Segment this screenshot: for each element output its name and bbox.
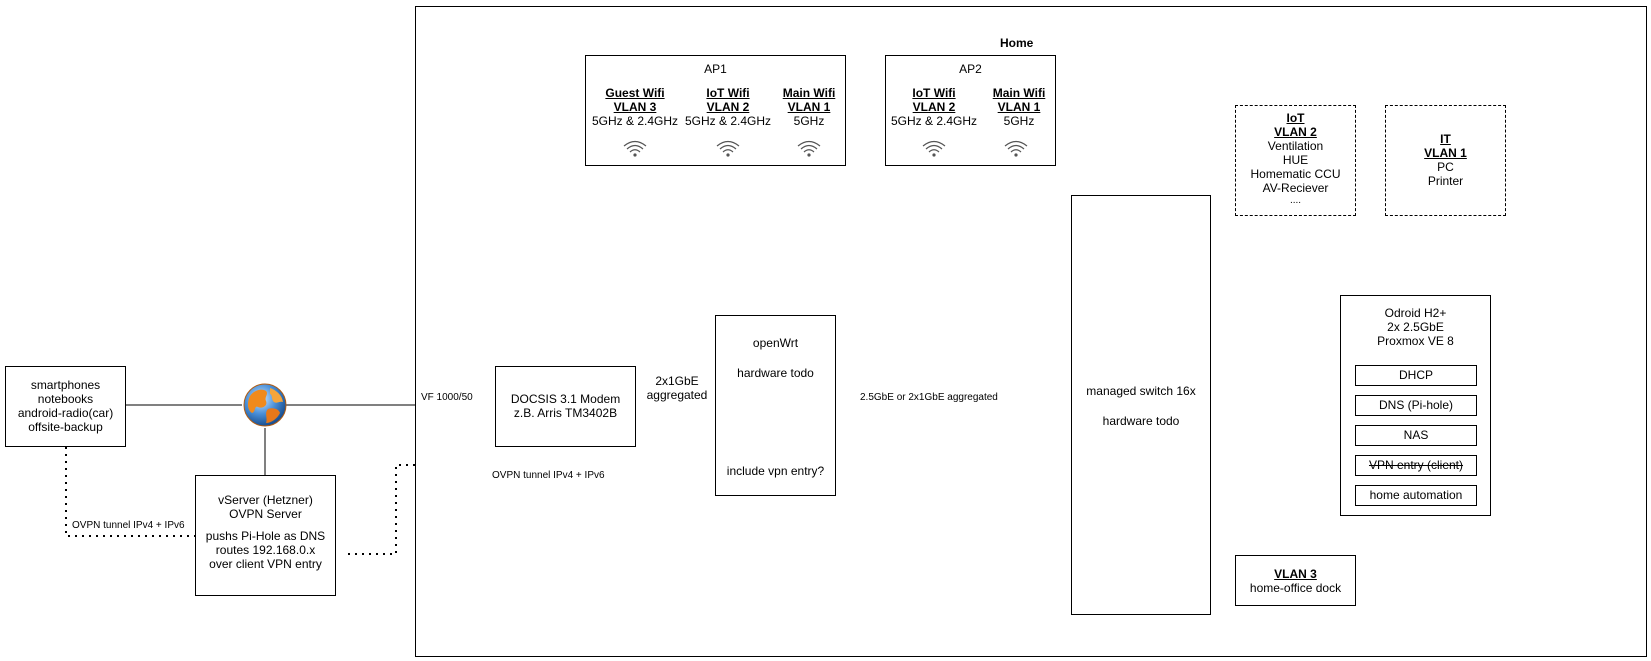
clients-line-3: android-radio(car) [17,406,114,420]
ap2-title: AP2 [959,62,982,76]
ap1-ssid-iot-name: IoT Wifi [706,86,750,100]
odroid-line-3: Proxmox VE 8 [1377,334,1454,348]
home-office-dock-node: VLAN 3 home-office dock [1235,555,1356,606]
switch-node: managed switch 16x hardware todo [1071,195,1211,615]
edge-label-agg-2: aggregated [646,388,708,402]
ap2-ssid-iot: IoT Wifi VLAN 2 5GHz & 2.4GHz [890,86,978,128]
iot-device-2: HUE [1282,153,1309,167]
edge-label-agg: 2x1GbE aggregated [646,374,708,402]
ap1-ssid-guest-name: Guest Wifi [605,86,665,100]
ap1-ssid-iot-band: 5GHz & 2.4GHz [684,114,772,128]
edge-label-agg-1: 2x1GbE [655,374,699,388]
iot-device-4: AV-Reciever [1262,181,1329,195]
ap1-ssid-iot: IoT Wifi VLAN 2 5GHz & 2.4GHz [684,86,772,128]
modem-line-1: DOCSIS 3.1 Modem [510,392,621,406]
it-title: IT [1440,132,1451,146]
odroid-line-2: 2x 2.5GbE [1387,320,1444,334]
service-vpn-entry: VPN entry (client) [1355,455,1477,476]
ap1-ssid-main: Main Wifi VLAN 1 5GHz [776,86,842,128]
ap1-ssid-guest-band: 5GHz & 2.4GHz [591,114,679,128]
iot-title: IoT [1286,111,1305,125]
edge-label-switch-link: 2.5GbE or 2x1GbE aggregated [860,392,998,404]
odroid-node: Odroid H2+ 2x 2.5GbE Proxmox VE 8 DHCP D… [1340,295,1491,516]
wifi-icon [1004,140,1028,157]
home-title: Home [1000,36,1034,50]
edge-ovpn-vserver-openwrt [348,464,720,555]
it-device-1: PC [1437,160,1454,174]
vserver-line-1: vServer (Hetzner) [218,493,313,507]
vserver-line-6: over client VPN entry [209,557,322,571]
clients-line-1: smartphones [30,378,101,392]
ap1-ssid-iot-vlan: VLAN 2 [706,100,750,114]
ap2-ssid-iot-vlan: VLAN 2 [912,100,956,114]
iot-vlan: VLAN 2 [1274,125,1317,139]
openwrt-spacer [716,350,835,366]
ap1-ssid-main-name: Main Wifi [782,86,836,100]
ap1-title: AP1 [704,62,727,76]
service-dns: DNS (Pi-hole) [1355,395,1477,416]
iot-device-more: .... [1289,195,1302,206]
vserver-line-4: pushs Pi-Hole as DNS [205,529,326,543]
iot-zone: IoT VLAN 2 Ventilation HUE Homematic CCU… [1235,105,1356,216]
wifi-icon [716,140,740,157]
modem-node: DOCSIS 3.1 Modem z.B. Arris TM3402B [495,366,636,447]
edge-ovpn-clients-vserver [65,447,195,537]
edge-label-ovpn-left: OVPN tunnel IPv4 + IPv6 [72,520,185,532]
iot-device-1: Ventilation [1267,139,1324,153]
dock-vlan: VLAN 3 [1274,567,1317,581]
ap1-ssid-main-band: 5GHz [793,114,825,128]
vserver-node: vServer (Hetzner) OVPN Server pushs Pi-H… [195,475,336,596]
globe-icon [243,383,287,427]
switch-line-1: managed switch 16x [1086,384,1196,398]
service-home-automation: home automation [1355,485,1477,506]
ap2-ssid-main: Main Wifi VLAN 1 5GHz [986,86,1052,128]
openwrt-line-3: hardware todo [737,366,814,380]
ap1-ssid-main-vlan: VLAN 1 [787,100,831,114]
edge-label-vf: VF 1000/50 [421,392,473,404]
clients-node: smartphones notebooks android-radio(car)… [5,366,126,447]
ap2-ssid-iot-name: IoT Wifi [912,86,956,100]
vserver-line-2: OVPN Server [229,507,302,521]
ap1-node: AP1 Guest Wifi VLAN 3 5GHz & 2.4GHz IoT … [585,55,846,166]
openwrt-line-1: openWrt [752,336,799,350]
openwrt-node: openWrt hardware todo include vpn entry? [715,315,836,496]
ap1-ssid-guest-vlan: VLAN 3 [613,100,657,114]
wifi-icon [922,140,946,157]
ap2-ssid-iot-band: 5GHz & 2.4GHz [890,114,978,128]
modem-line-2: z.B. Arris TM3402B [513,406,618,420]
clients-line-4: offsite-backup [28,420,103,434]
vserver-line-5: routes 192.168.0.x [215,543,316,557]
ap2-ssid-main-vlan: VLAN 1 [997,100,1041,114]
service-nas: NAS [1355,425,1477,446]
ap2-node: AP2 IoT Wifi VLAN 2 5GHz & 2.4GHz Main W… [885,55,1056,166]
switch-spacer [1072,398,1210,414]
wifi-icon [623,140,647,157]
odroid-line-1: Odroid H2+ [1384,306,1447,320]
wifi-icon [797,140,821,157]
service-dhcp: DHCP [1355,365,1477,386]
clients-line-2: notebooks [37,392,94,406]
openwrt-vpn-label: include vpn entry? [726,464,825,478]
edge-label-ovpn-mid: OVPN tunnel IPv4 + IPv6 [492,470,605,482]
it-zone: IT VLAN 1 PC Printer [1385,105,1506,216]
vserver-spacer [196,521,335,529]
it-device-2: Printer [1427,174,1464,188]
ap2-ssid-main-band: 5GHz [1003,114,1035,128]
dock-label: home-office dock [1249,581,1342,595]
ap2-ssid-main-name: Main Wifi [992,86,1046,100]
it-vlan: VLAN 1 [1424,146,1467,160]
iot-device-3: Homematic CCU [1250,167,1341,181]
switch-line-3: hardware todo [1102,414,1180,428]
ap1-ssid-guest: Guest Wifi VLAN 3 5GHz & 2.4GHz [587,86,683,128]
